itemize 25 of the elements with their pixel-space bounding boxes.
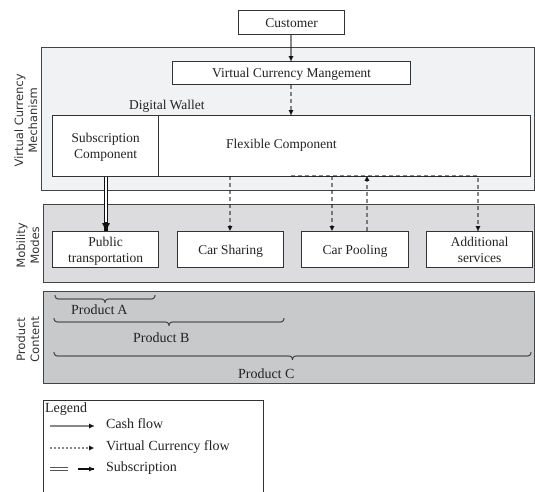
component-box [172,61,411,85]
legend-label: Cash flow [106,417,164,433]
node-label: Subscription Component [70,130,141,162]
component-box [426,231,533,268]
legend-label: Virtual Currency flow [106,439,230,455]
legend-title: Legend [45,401,87,417]
legend-label: Subscription [106,460,177,476]
product-label: Product B [133,331,190,347]
node-label: Car Pooling [322,242,388,258]
node-label: Customer [264,14,319,30]
component-box [238,10,345,35]
node-label: Public transportation [67,234,144,266]
product-label: Product C [238,367,294,383]
component-box [301,231,409,268]
component-box [177,231,284,268]
band-label: Product Content [13,314,43,364]
component-box [52,231,159,268]
node-label: Additional services [450,234,510,266]
wallet-title: Digital Wallet [129,97,205,113]
node-label: Car Sharing [197,242,264,258]
product-label: Product A [71,303,128,319]
band-label: Virtual Currency Mechanism [11,72,41,169]
node-label: Flexible Component [226,136,337,152]
node-label: Virtual Currency Mangement [211,65,372,81]
band-label: Mobility Modes [13,220,43,270]
